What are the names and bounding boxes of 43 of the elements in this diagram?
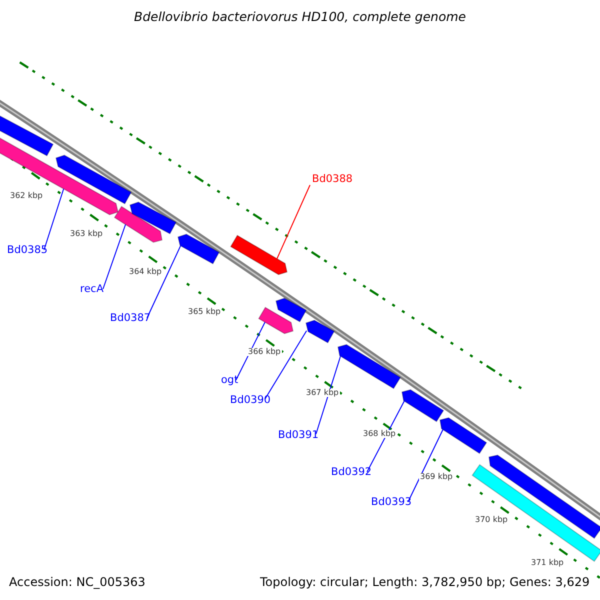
footer-text: Topology: circular; Length: 3,782,950 bp; Genes: 3,629 bbox=[260, 576, 590, 588]
footer-text: Accession: NC_005363 bbox=[9, 576, 146, 588]
leader-line bbox=[408, 429, 444, 502]
gene-label: recA bbox=[80, 284, 104, 294]
scale-label: 363 kbp bbox=[70, 230, 103, 238]
gene-feature bbox=[230, 234, 288, 276]
gene-feature bbox=[305, 320, 335, 344]
leader-line bbox=[44, 188, 64, 250]
gene-label: Bd0392 bbox=[331, 467, 372, 478]
leader-line bbox=[276, 184, 310, 260]
scale-label: 362 kbp bbox=[10, 192, 43, 200]
gene-feature bbox=[114, 206, 163, 243]
gene-label: Bd0393 bbox=[371, 497, 412, 508]
gene-label: Bd0391 bbox=[278, 430, 319, 440]
gene-label: Bd0390 bbox=[230, 395, 271, 406]
gene-feature bbox=[337, 344, 402, 390]
gene-label: ogt bbox=[221, 375, 238, 386]
scale-label: 369 kbp bbox=[419, 473, 454, 481]
map-title: Bdellovibrio bacteriovorus HD100, complete genome bbox=[133, 11, 467, 24]
leader-line bbox=[264, 330, 308, 400]
gene-feature bbox=[0, 114, 54, 156]
gene-feature bbox=[275, 298, 307, 322]
gene-feature bbox=[258, 306, 294, 334]
gene-label: Bd0385 bbox=[7, 245, 48, 256]
scale-label: 368 kbp bbox=[362, 430, 397, 438]
gene-feature bbox=[488, 454, 600, 539]
leader-line bbox=[366, 400, 405, 472]
gene-feature bbox=[177, 234, 220, 264]
scale-label: 370 kbp bbox=[475, 516, 508, 524]
scale-label: 371 kbp bbox=[531, 559, 564, 567]
scale-label: 364 kbp bbox=[129, 268, 162, 276]
gene-label: Bd0388 bbox=[312, 174, 353, 184]
leader-line bbox=[236, 322, 266, 380]
scale-label: 365 kbp bbox=[188, 308, 221, 316]
leader-line bbox=[316, 356, 342, 434]
gene-feature bbox=[55, 154, 132, 204]
leader-line bbox=[102, 224, 126, 290]
gene-feature bbox=[439, 417, 488, 454]
gene-feature bbox=[129, 202, 177, 234]
scale-label: 367 kbp bbox=[305, 389, 340, 397]
scale-label: 366 kbp bbox=[247, 348, 282, 356]
gene-feature bbox=[401, 389, 444, 422]
gene-label: Bd0387 bbox=[110, 313, 151, 324]
